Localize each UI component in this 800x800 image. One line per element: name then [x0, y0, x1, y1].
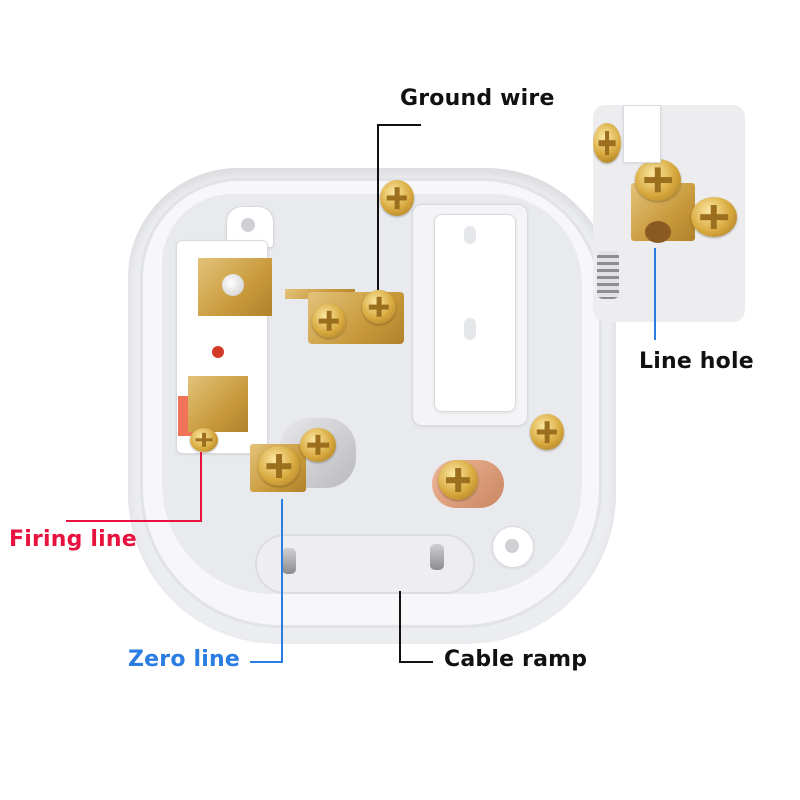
line-hole — [645, 221, 671, 243]
rivet — [222, 274, 244, 296]
firing-line-leader-v — [200, 452, 202, 522]
inset-screw-top — [635, 159, 681, 201]
copper-contact-screw — [438, 460, 478, 500]
firing-line-leader-h — [66, 520, 202, 522]
clamp-screw-right — [430, 544, 444, 570]
ground-wire-leader-v — [377, 124, 379, 290]
label-ground-wire: Ground wire — [400, 86, 555, 111]
label-cable-ramp: Cable ramp — [444, 647, 588, 672]
line-hole-leader — [654, 248, 656, 340]
fuse-indicator — [212, 346, 224, 358]
carrier-notch-top — [464, 226, 476, 244]
mounting-hole — [241, 218, 255, 232]
cable-ramp-leader-v — [399, 591, 401, 663]
clamp-screw-left — [282, 548, 296, 574]
fuse-carrier — [434, 214, 516, 412]
zero-line-leader-v — [281, 499, 283, 663]
zero-line-leader-h — [250, 661, 283, 663]
inset-screw-corner — [593, 123, 621, 163]
zero-line-screw — [258, 446, 300, 486]
ground-screw-left — [312, 304, 346, 338]
neutral-screw-2 — [300, 428, 336, 462]
label-firing-line: Firing line — [9, 527, 137, 552]
line-hole-inset-photo — [593, 105, 745, 322]
inset-white-tab — [623, 105, 661, 163]
inset-wood-screw — [597, 251, 619, 299]
ground-screw-right — [362, 290, 396, 324]
top-screw — [380, 180, 414, 216]
inset-screw-right — [691, 197, 737, 237]
right-screw — [530, 414, 564, 450]
carrier-notch-bottom — [464, 318, 476, 340]
label-zero-line: Zero line — [128, 647, 240, 672]
fuse-clip-terminal — [188, 376, 248, 432]
ground-wire-leader-h — [377, 124, 421, 126]
firing-line-screw — [190, 428, 218, 452]
cable-post-hole — [505, 539, 519, 553]
label-line-hole: Line hole — [639, 349, 754, 374]
cable-ramp-leader-h — [399, 661, 433, 663]
